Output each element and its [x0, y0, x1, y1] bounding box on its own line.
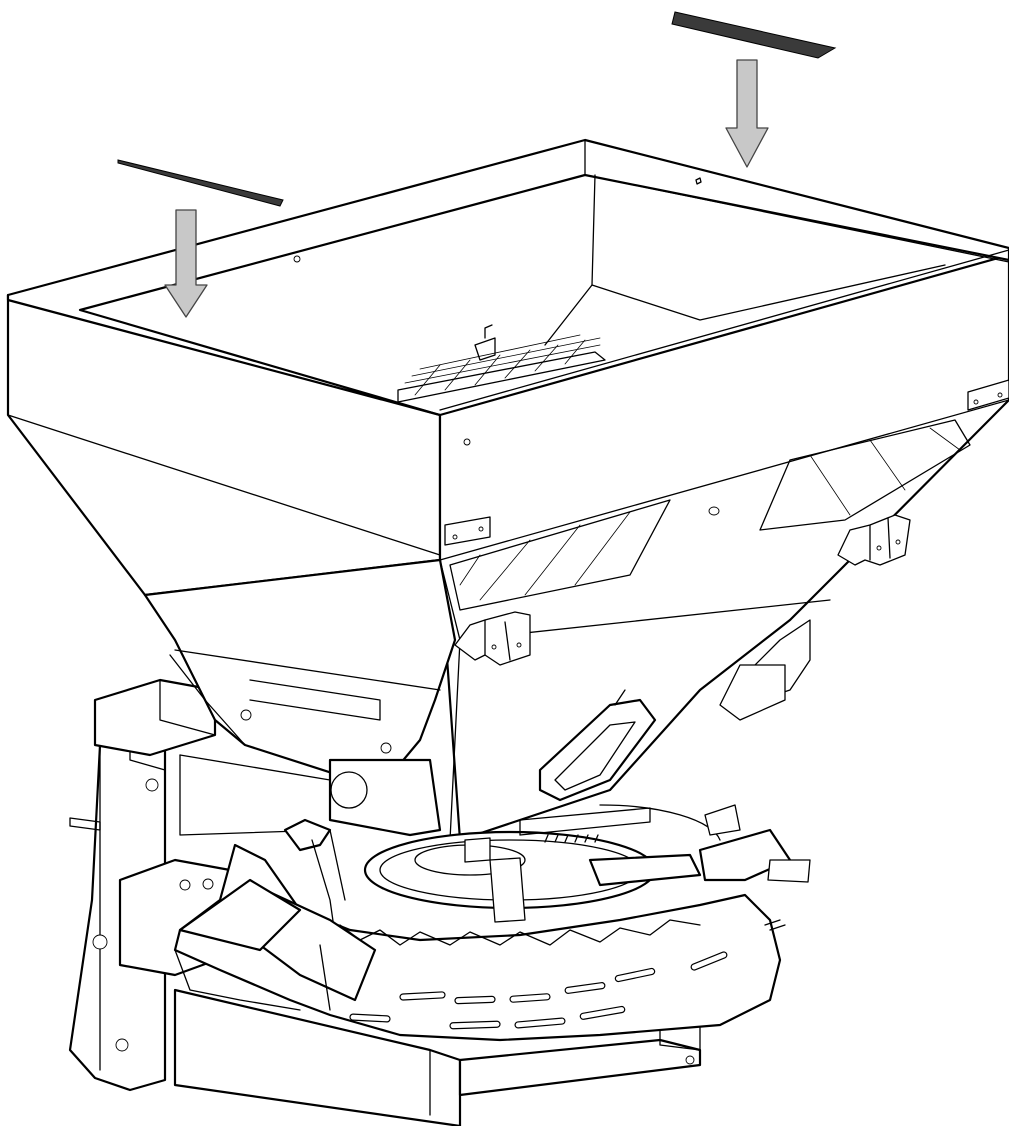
rubber-strips: [117, 11, 837, 207]
mounting-brackets: [444, 379, 1009, 666]
spreader-mechanism: [173, 804, 811, 1042]
down-arrow-icon: [164, 209, 208, 318]
handle-grip: [538, 689, 657, 802]
down-arrow-icon: [725, 59, 769, 168]
hopper-body: [6, 138, 1009, 842]
top-strip-left: [117, 159, 284, 207]
sieve-grate: [397, 324, 606, 403]
warning-stripes: [449, 419, 971, 611]
top-strip-right: [671, 11, 837, 59]
